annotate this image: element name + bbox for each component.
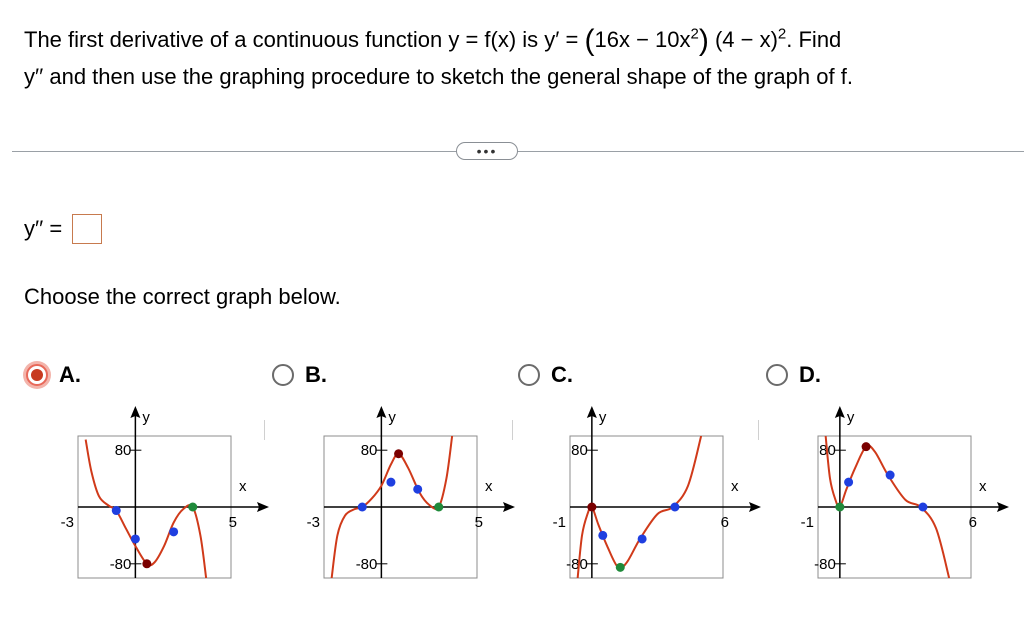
answer-label: y′′ = (24, 216, 63, 241)
x-tick-label: 5 (475, 514, 483, 531)
graph-point-extremum (142, 559, 152, 569)
option-c-radio[interactable] (518, 364, 540, 386)
y-axis-arrow-icon (834, 406, 845, 418)
exponent-2: 2 (777, 25, 787, 43)
y-axis-arrow-icon (130, 406, 141, 418)
y-tick-label: 80 (571, 442, 588, 459)
graph-point-inflection (637, 534, 647, 544)
y-tick-label: -80 (110, 556, 132, 573)
option-b-graph: x y 80 -80 -3 5 (307, 406, 515, 579)
more-button[interactable]: ••• (456, 142, 518, 160)
option-a-label: A. (59, 362, 81, 387)
graph-point-inflection (130, 534, 140, 544)
x-axis-arrow-icon (503, 502, 515, 512)
option-c-graph: x y 80 -80 -1 6 (553, 406, 761, 579)
y-tick-label: -80 (566, 556, 588, 573)
graph-point-inflection (918, 502, 928, 512)
y-axis-label: y (847, 409, 855, 426)
answer-input[interactable] (72, 214, 103, 244)
question-text: The first derivative of a continuous fun… (24, 22, 1014, 95)
x-axis-arrow-icon (749, 502, 761, 512)
graph-point-endpoint (615, 562, 625, 572)
paren-open: ( (584, 24, 595, 57)
prompt-text: Choose the correct graph below. (24, 284, 341, 309)
separator (758, 420, 759, 440)
graph-point-inflection (598, 530, 608, 540)
x-tick-label: -1 (801, 514, 814, 531)
option-a-radio[interactable] (26, 364, 48, 386)
x-tick-label: 5 (229, 514, 237, 531)
divider (12, 151, 1024, 152)
y-tick-label: -80 (356, 556, 378, 573)
exponent-1: 2 (690, 25, 699, 43)
graph-point-inflection (844, 477, 854, 487)
question-line-1: The first derivative of a continuous fun… (24, 22, 1014, 59)
x-tick-label: 6 (721, 514, 729, 531)
question-part-2: . Find (786, 27, 842, 52)
x-tick-label: -3 (61, 514, 74, 531)
graph-point-extremum (587, 502, 597, 512)
y-axis-label: y (142, 409, 150, 426)
graph-point-extremum (394, 449, 404, 459)
factor-2: (4 − x) (708, 27, 778, 52)
y-tick-label: 80 (361, 442, 378, 459)
graph-point-inflection (885, 470, 895, 480)
option-b-radio[interactable] (272, 364, 294, 386)
x-axis-arrow-icon (257, 502, 269, 512)
separator (264, 420, 265, 440)
x-tick-label: -1 (553, 514, 566, 531)
graph-point-inflection (670, 502, 680, 512)
option-d-radio[interactable] (766, 364, 788, 386)
factor-1: 16x − 10x (594, 27, 691, 52)
graph-point-inflection (413, 484, 423, 494)
x-axis-label: x (731, 478, 739, 495)
option-a-graph: x y 80 -80 -3 5 (61, 406, 269, 579)
x-tick-label: -3 (307, 514, 320, 531)
graph-point-endpoint (188, 502, 198, 512)
option-c-label: C. (551, 362, 573, 387)
y-tick-label: 80 (115, 442, 132, 459)
question-part-1: The first derivative of a continuous fun… (24, 27, 585, 52)
option-b[interactable]: B. x y 80 -80 -3 5 (272, 358, 522, 618)
y-axis-arrow-icon (586, 406, 597, 418)
graph-point-extremum (861, 442, 871, 452)
option-a[interactable]: A. x y 80 -80 -3 5 (26, 358, 276, 618)
separator (512, 420, 513, 440)
option-c[interactable]: C. x y 80 -80 -1 6 (518, 358, 768, 618)
graph-point-inflection (111, 506, 121, 516)
graph-point-inflection (386, 477, 396, 487)
x-tick-label: 6 (969, 514, 977, 531)
graph-point-inflection (357, 502, 367, 512)
y-tick-label: -80 (814, 556, 836, 573)
option-b-header[interactable]: B. (272, 362, 327, 388)
graph-curve (84, 439, 208, 578)
graph-point-endpoint (434, 502, 444, 512)
question-line-2: y′′ and then use the graphing procedure … (24, 64, 853, 89)
y-axis-arrow-icon (376, 406, 387, 418)
paren-close: ) (698, 24, 709, 57)
option-b-label: B. (305, 362, 327, 387)
x-axis-label: x (979, 478, 987, 495)
x-axis-label: x (239, 478, 247, 495)
x-axis-arrow-icon (997, 502, 1009, 512)
y-axis-label: y (388, 409, 396, 426)
answer-row: y′′ = (24, 214, 103, 244)
option-d-header[interactable]: D. (766, 362, 821, 388)
option-d-label: D. (799, 362, 821, 387)
graph-point-endpoint (835, 502, 845, 512)
y-axis-label: y (599, 409, 607, 426)
option-c-header[interactable]: C. (518, 362, 573, 388)
graph-point-inflection (169, 527, 179, 537)
option-a-header[interactable]: A. (26, 362, 81, 388)
x-axis-label: x (485, 478, 493, 495)
